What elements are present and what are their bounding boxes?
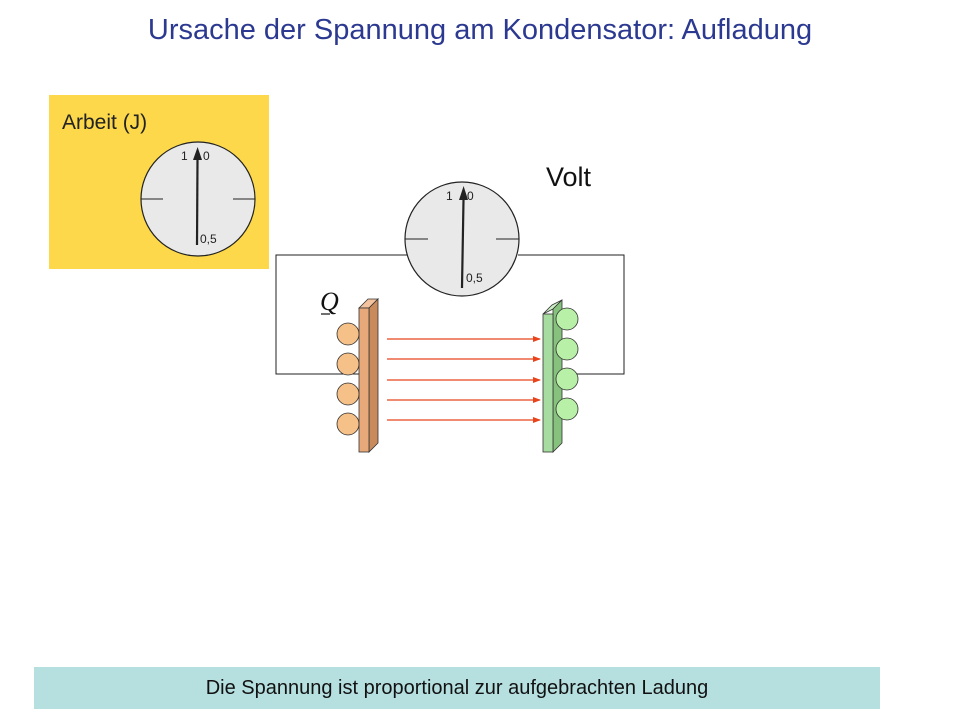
volt-meter-label: Volt <box>546 162 592 192</box>
caption-banner: Die Spannung ist proportional zur aufgeb… <box>34 667 880 709</box>
work-gauge-needle-tip <box>193 147 202 160</box>
volt-gauge-scale-half: 0,5 <box>466 271 483 285</box>
circuit-wires <box>275 254 625 375</box>
charge-right-1 <box>555 307 579 331</box>
charge-left-4 <box>336 412 360 436</box>
work-gauge-needle <box>195 159 199 246</box>
left-capacitor-plate <box>358 298 379 453</box>
left-charges <box>336 322 360 436</box>
volt-gauge-scale-0: 0 <box>467 189 474 203</box>
charge-right-4 <box>555 397 579 421</box>
work-meter-label: Arbeit (J) <box>62 111 148 134</box>
slide-title: Ursache der Spannung am Kondensator: Auf… <box>147 14 813 46</box>
charge-left-1 <box>336 322 360 346</box>
work-gauge-scale-half: 0,5 <box>200 232 217 246</box>
volt-gauge-needle <box>460 199 465 289</box>
right-charges <box>555 307 579 421</box>
charge-right-3 <box>555 367 579 391</box>
caption-text: Die Spannung ist proportional zur aufgeb… <box>205 676 709 699</box>
charge-right-2 <box>555 337 579 361</box>
work-gauge-scale-1: 1 <box>181 149 188 163</box>
charge-left-3 <box>336 382 360 406</box>
volt-gauge-scale-1: 1 <box>446 189 453 203</box>
volt-gauge: 1 0 0,5 <box>404 181 520 297</box>
volt-gauge-needle-tip <box>459 186 468 200</box>
charge-left-2 <box>336 352 360 376</box>
charge-symbol: Q <box>320 287 339 316</box>
field-arrows <box>387 336 541 423</box>
work-gauge-scale-0: 0 <box>203 149 210 163</box>
work-gauge: 1 0 0,5 <box>140 141 256 257</box>
